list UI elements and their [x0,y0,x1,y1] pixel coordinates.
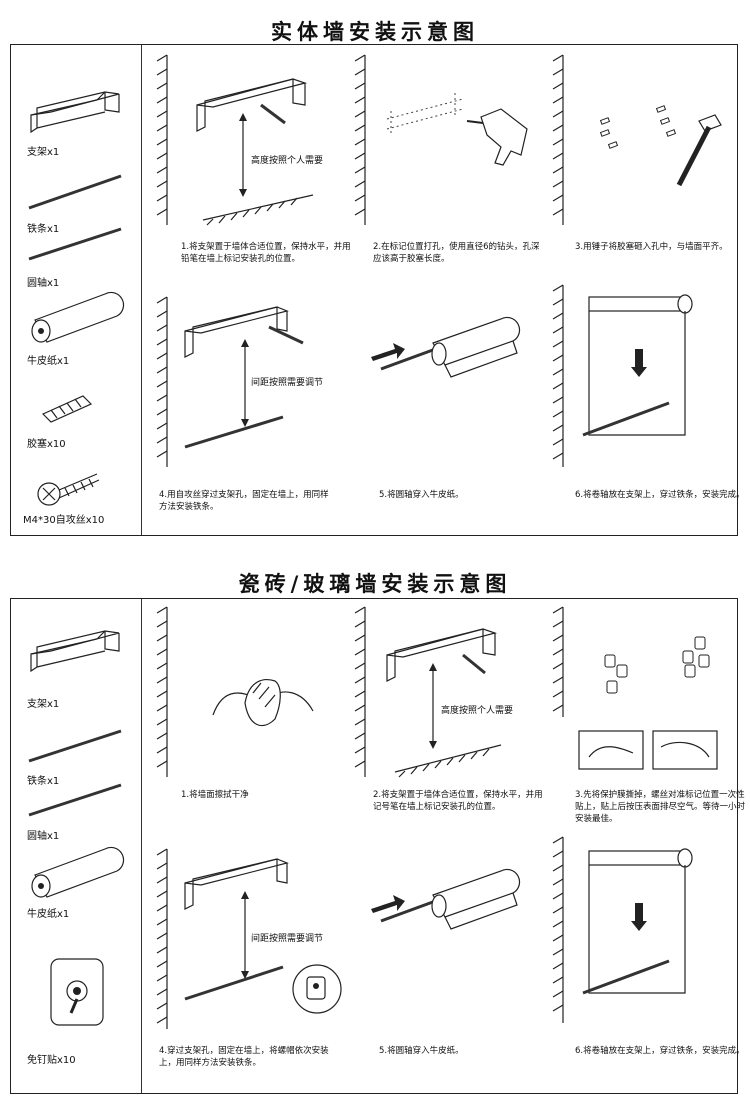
part-label: 免钉贴x10 [27,1055,76,1066]
section1-title: 实体墙安装示意图 [271,20,479,44]
tile-glass-wall-panel: 支架x1 铁条x1 圆轴x1 牛皮纸x1 免钉贴x10 1.将墙面擦拭干净 [10,598,745,1094]
step-3-text: 3.先将保护膜撕掉，螺丝对准标记位置一次性贴上，贴上后按压表面排尽空气。等待一小… [575,790,746,824]
adhesive-hook-icon [50,958,104,1026]
round-shaft-icon [28,783,122,817]
self-tapping-screw-icon [37,473,100,506]
kraft-paper-roll-icon [31,846,125,898]
step2-illustration [354,606,502,778]
section2-title: 瓷砖/玻璃墙安装示意图 [238,572,512,596]
parts-list: 支架x1 铁条x1 圆轴x1 牛皮纸x1 胶塞x10 M4*30自攻丝x10 [11,45,142,535]
step-4-text: 4.用自攻丝穿过支架孔，固定在墙上，用同样方法安装铁条。 [159,490,329,512]
step4-illustration [156,848,342,1029]
step-5-text: 5.将圆轴穿入牛皮纸。 [379,1046,464,1056]
step-5-text: 5.将圆轴穿入牛皮纸。 [379,490,464,500]
step-6-text: 6.将卷轴放在支架上，穿过铁条，安装完成。 [575,1046,745,1056]
part-label: 支架x1 [27,147,60,158]
spacing-label: 间距按照需要调节 [251,934,324,944]
step6-illustration [552,836,693,1023]
part-label: 牛皮纸x1 [27,909,70,920]
height-label: 高度按照个人需要 [251,156,324,166]
step1-illustration [156,54,314,226]
step1-illustration [156,606,314,777]
wall-plug-icon [41,395,93,423]
part-label: 圆轴x1 [27,831,60,842]
bracket-icon [30,630,120,673]
step3-illustration [552,54,722,225]
solid-wall-panel: 支架x1 铁条x1 圆轴x1 牛皮纸x1 胶塞x10 M4*30自攻丝x10 高… [10,44,745,536]
step-6-text: 6.将卷轴放在支架上，穿过铁条，安装完成。 [575,490,745,500]
step3-illustration [552,606,718,770]
iron-bar-icon [28,174,122,210]
step-2-text: 2.在标记位置打孔，使用直径6的钻头，孔深应该高于胶塞长度。 [373,242,540,264]
kraft-paper-roll-icon [31,291,125,343]
step-2-text: 2.将支架置于墙体合适位置，保持水平，并用记号笔在墙上标记安装孔的位置。 [373,790,543,812]
part-label: 铁条x1 [27,776,60,787]
parts-list: 支架x1 铁条x1 圆轴x1 牛皮纸x1 免钉贴x10 [11,599,142,1093]
step5-illustration [371,868,521,930]
part-label: 铁条x1 [27,224,60,235]
step-1-text: 1.将墙面擦拭干净 [181,790,249,800]
step2-illustration [354,54,528,225]
bracket-icon [30,91,120,134]
part-label: 圆轴x1 [27,278,60,289]
round-shaft-icon [28,227,122,261]
step-1-text: 1.将支架置于墙体合适位置，保持水平，并用铅笔在墙上标记安装孔的位置。 [181,242,351,264]
step4-illustration [156,296,304,467]
spacing-label: 间距按照需要调节 [251,378,324,388]
step6-illustration [552,284,693,467]
step-3-text: 3.用锤子将胶塞砸入孔中，与墙面平齐。 [575,242,728,252]
part-label: 胶塞x10 [27,439,66,450]
step-4-text: 4.穿过支架孔，固定在墙上，将螺帽依次安装上，用同样方法安装铁条。 [159,1046,329,1068]
part-label: 支架x1 [27,699,60,710]
step5-illustration [371,316,521,378]
height-label: 高度按照个人需要 [441,706,514,716]
part-label: 牛皮纸x1 [27,356,70,367]
part-label: M4*30自攻丝x10 [23,515,105,526]
iron-bar-icon [28,729,122,763]
